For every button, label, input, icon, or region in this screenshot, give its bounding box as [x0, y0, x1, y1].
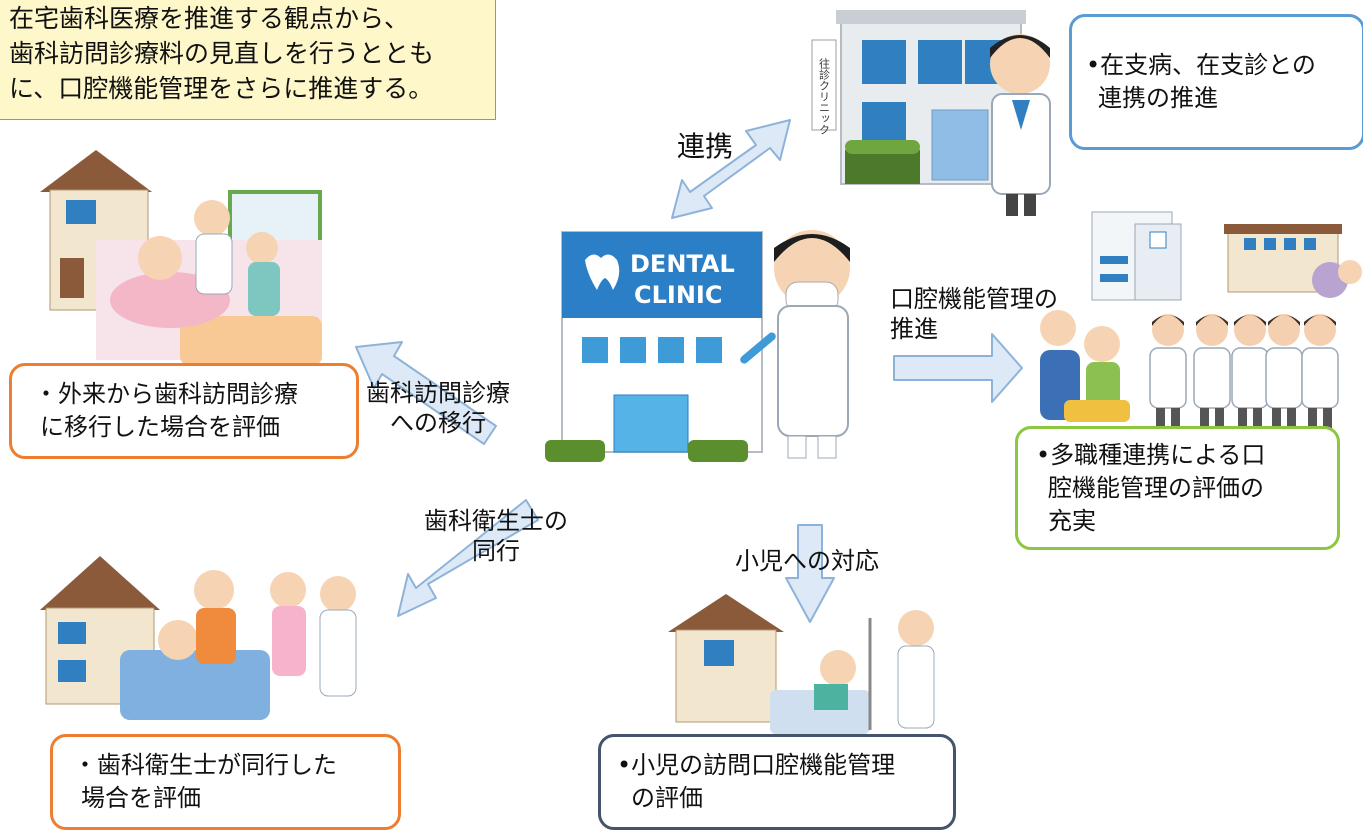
- label-oral-function-line: 口腔機能管理の: [890, 285, 1058, 313]
- home-clinic-illustration: 往診クリニック: [811, 10, 1026, 185]
- intro-line: に、口腔機能管理をさらに推進する。: [9, 74, 434, 103]
- arrow-visit-transition: [355, 341, 497, 445]
- callout-line: に移行した場合を評価: [40, 413, 280, 441]
- label-oral-function-line: 推進: [890, 315, 938, 343]
- home-clinic-doctor-illustration: [990, 34, 1051, 216]
- callout-multidisciplinary: •多職種連携による口 腔機能管理の評価の 充実: [1015, 426, 1340, 550]
- callout-line: 充実: [1048, 507, 1096, 535]
- arrow-oral-function: [893, 333, 1023, 403]
- callout-child-oral-function: •小児の訪問口腔機能管理 の評価: [598, 734, 956, 830]
- label-visit-transition-line: への移行: [390, 409, 486, 437]
- care-team-illustration: [1040, 310, 1339, 439]
- label-hygienist-line: 歯科衛生士の: [424, 507, 568, 535]
- arrow-child: [785, 524, 835, 623]
- arrow-cooperation: [671, 119, 791, 219]
- callout-support-cooperation: •在支病、在支診との 連携の推進: [1069, 14, 1363, 150]
- intro-line: 在宅歯科医療を推進する観点から、: [9, 4, 410, 33]
- label-hygienist: 歯科衛生士の 同行: [424, 506, 568, 566]
- callout-line: の評価: [631, 784, 703, 812]
- intro-box: 在宅歯科医療を推進する観点から、 歯科訪問診療料の見直しを行うととも に、口腔機…: [0, 0, 496, 120]
- home-clinic-sign: 往診クリニック: [818, 57, 831, 135]
- callout-visit-transition: ・外来から歯科訪問診療 に移行した場合を評価: [9, 363, 359, 459]
- label-cooperation: 連携: [677, 130, 734, 163]
- callout-line: ・外来から歯科訪問診療: [34, 380, 298, 408]
- label-hygienist-line: 同行: [472, 537, 520, 565]
- label-visit-transition: 歯科訪問診療 への移行: [366, 378, 510, 438]
- callout-line: ・歯科衛生士が同行した: [73, 751, 337, 779]
- child-visit-scene-illustration: [668, 594, 935, 734]
- callout-line: •多職種連携による口: [1036, 441, 1266, 469]
- dental-sign-line1: DENTAL: [630, 250, 735, 278]
- dental-clinic-illustration: DENTAL CLINIC: [545, 231, 763, 462]
- dentist-illustration: [740, 230, 850, 459]
- callout-line: 腔機能管理の評価の: [1048, 474, 1264, 502]
- dental-sign-line2: CLINIC: [634, 281, 722, 309]
- hygienist-visit-scene-illustration: [40, 556, 357, 720]
- callout-hygienist-accompany: ・歯科衛生士が同行した 場合を評価: [50, 734, 401, 830]
- hospital-illustration: [1091, 211, 1362, 301]
- callout-line: •小児の訪問口腔機能管理: [617, 751, 896, 779]
- label-child: 小児への対応: [735, 547, 879, 575]
- arrow-hygienist: [397, 499, 539, 617]
- home-visit-scene-illustration: [40, 150, 322, 366]
- label-oral-function: 口腔機能管理の 推進: [890, 284, 1058, 344]
- callout-line: •在支病、在支診との: [1086, 51, 1316, 79]
- label-visit-transition-line: 歯科訪問診療: [366, 379, 510, 407]
- callout-line: 連携の推進: [1098, 84, 1218, 112]
- intro-line: 歯科訪問診療料の見直しを行うととも: [9, 39, 435, 68]
- callout-line: 場合を評価: [81, 784, 201, 812]
